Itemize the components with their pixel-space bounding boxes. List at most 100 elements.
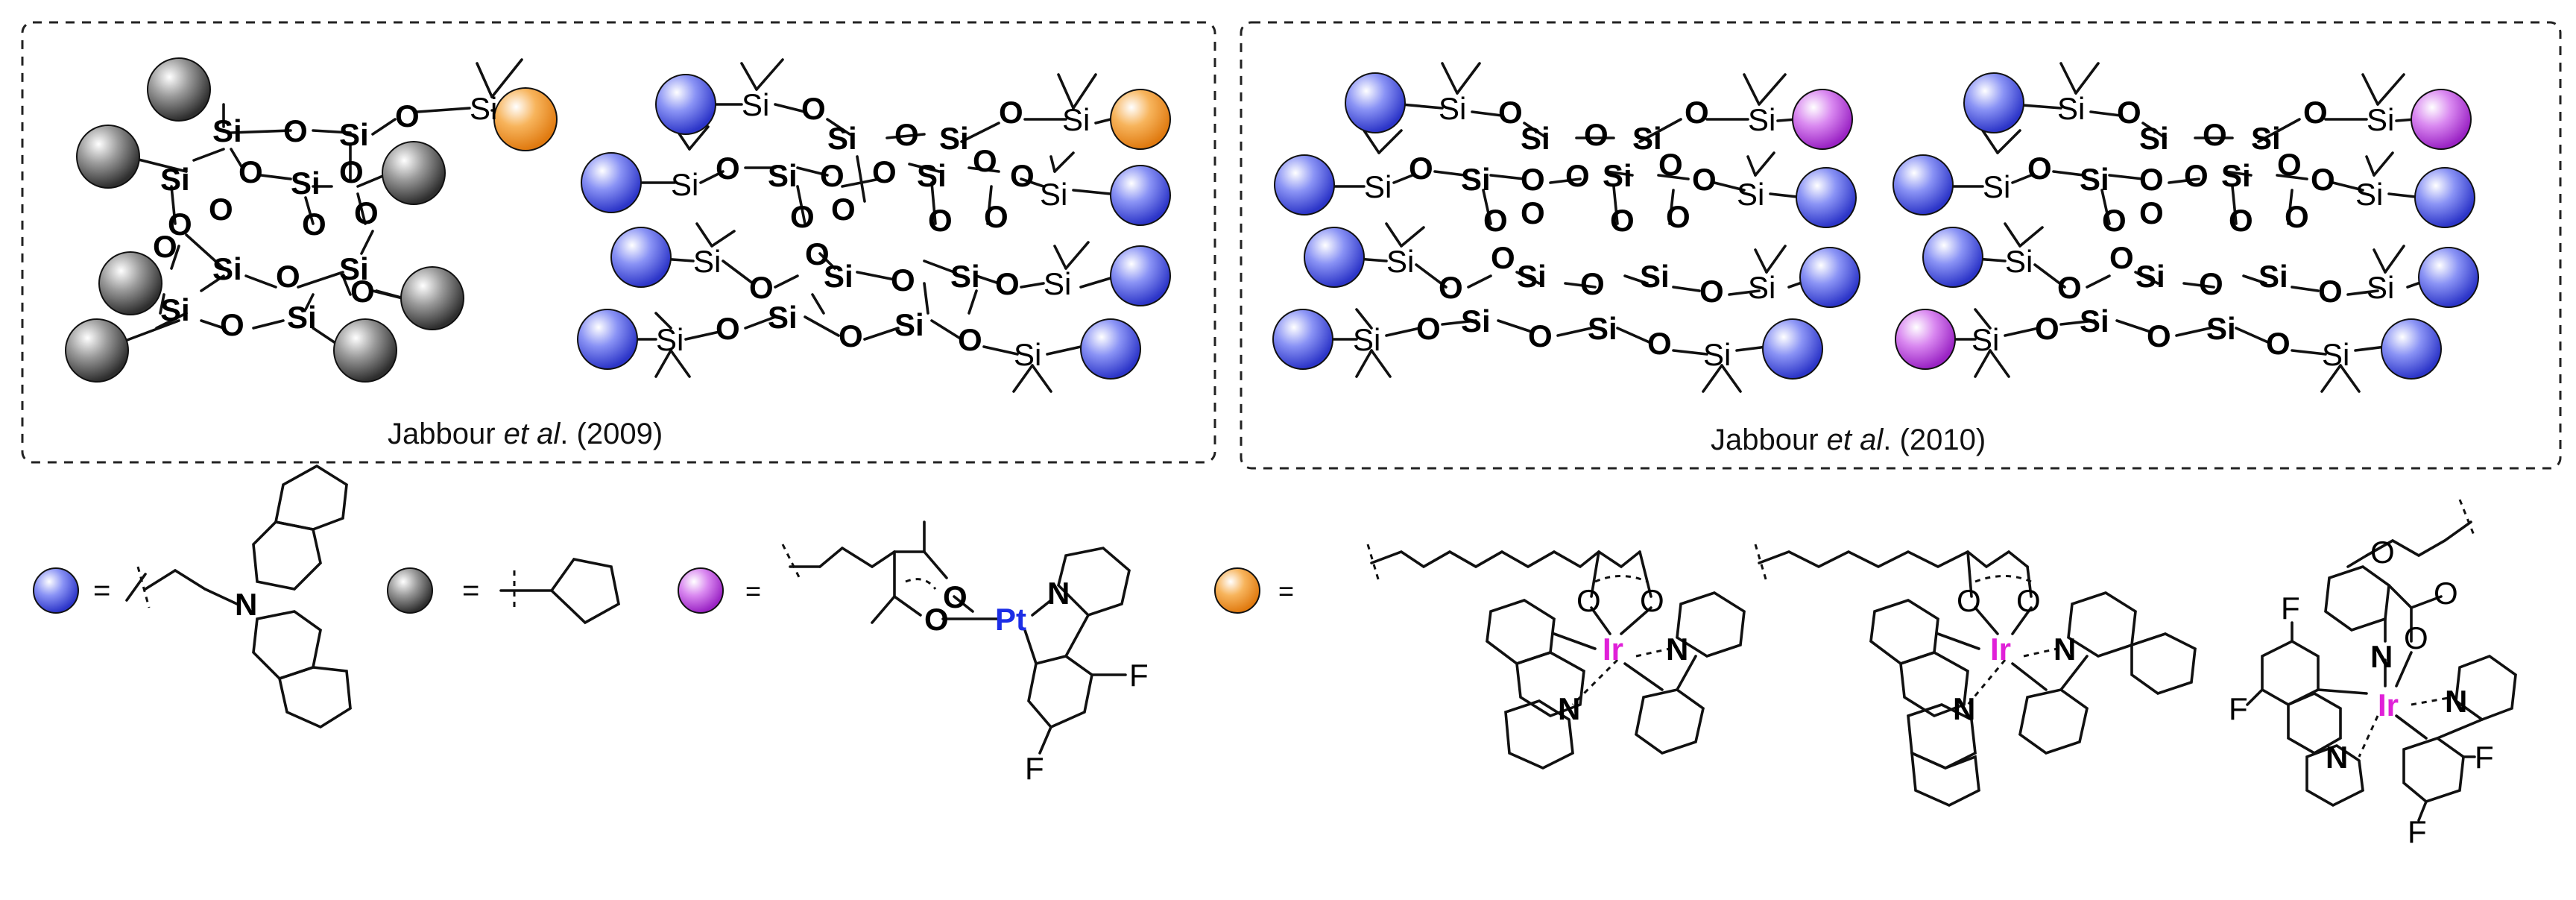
si-atom: Si (2367, 270, 2394, 305)
carbazole-sphere (1274, 154, 1335, 215)
carbazole-sphere (2414, 167, 2475, 228)
n-atom: N (1666, 632, 1688, 667)
o-atom: O (790, 199, 815, 234)
cyclopentyl-sphere (333, 318, 397, 383)
carbazole-sphere (577, 309, 638, 370)
o-atom: O (2370, 535, 2395, 570)
jabbour-2010-box (1240, 21, 2562, 470)
si-atom: Si (1353, 322, 1380, 357)
n-atom: N (2445, 684, 2467, 719)
si-atom: Si (1748, 270, 1775, 305)
o-atom: O (302, 207, 326, 242)
o-atom: O (928, 203, 953, 238)
jabbour-2009-box (21, 21, 1216, 464)
o-atom: O (2057, 270, 2082, 305)
o-atom: O (2277, 147, 2302, 182)
cyclopentyl-sphere (147, 57, 211, 122)
o-atom: O (2303, 95, 2328, 130)
ir-atom: Ir (2378, 687, 2399, 723)
o-atom: O (2147, 318, 2171, 353)
legend-row: = N = = (33, 464, 2517, 849)
o-atom: O (805, 236, 830, 271)
n-atom: N (2053, 632, 2076, 667)
caption-jabbour-2010: Jabbour et al. (2010) (1711, 424, 1986, 456)
si-atom: Si (768, 158, 798, 193)
si-atom: Si (212, 113, 242, 148)
o-atom: O (716, 151, 740, 186)
o-atom: O (2404, 620, 2428, 655)
o-atom: O (209, 192, 233, 227)
o-atom: O (801, 91, 826, 126)
n-atom: N (2370, 639, 2393, 674)
carbazole-sphere (1272, 309, 1333, 370)
si-atom: Si (1439, 91, 1466, 126)
poss-carbazole-platinum-2: Si O Si O Si O Si Si O Si O O Si O O Si … (1892, 62, 2479, 393)
o-atom: O (283, 113, 308, 148)
o-atom: O (872, 154, 897, 189)
cyclopentyl-sphere (400, 266, 464, 330)
o-atom: O (153, 229, 177, 264)
si-atom: Si (671, 167, 698, 202)
o-atom: O (1647, 326, 1672, 361)
poss-carbazole-iridium: Si O Si O Si O Si Si O Si O O Si O O Si … (577, 58, 1171, 393)
iridium-ppy-complex: O O Ir N N (1366, 544, 1746, 770)
carbazole-sphere (1304, 227, 1365, 288)
o-atom: O (1699, 274, 1724, 309)
o-atom: O (1491, 240, 1515, 275)
o-atom: O (2229, 203, 2253, 238)
o-atom: O (395, 98, 420, 133)
o-atom: O (1692, 162, 1717, 197)
o-atom: O (999, 95, 1023, 130)
carbazole-sphere (1110, 165, 1171, 226)
carbazole-sphere (1080, 318, 1141, 380)
si-atom: Si (1014, 337, 1041, 372)
cyclopentyl-structure (499, 558, 621, 625)
carbazole-sphere (1799, 247, 1860, 308)
o-atom: O (339, 154, 364, 189)
carbazole-sphere (581, 152, 642, 213)
o-atom: O (1483, 203, 1508, 238)
o-atom: O (831, 192, 856, 227)
si-atom: Si (1737, 177, 1764, 212)
si-atom: Si (1748, 102, 1775, 137)
si-atom: Si (1364, 169, 1392, 204)
si-atom: Si (2206, 311, 2236, 346)
o-atom: O (1580, 266, 1605, 301)
o-atom: O (2184, 158, 2209, 193)
legend-iridium-complex-sphere (1214, 567, 1260, 614)
iridium-complex-sphere (1110, 89, 1171, 150)
si-atom: Si (1461, 303, 1491, 339)
o-atom: O (276, 259, 300, 294)
carbazole-sphere (1110, 245, 1171, 306)
platinum-complex-sphere (2411, 89, 2472, 150)
si-atom: Si (827, 121, 857, 156)
caption-jabbour-2009: Jabbour et al. (2009) (388, 418, 663, 450)
cyclopentyl-sphere (382, 141, 446, 205)
si-atom: Si (2355, 177, 2383, 212)
o-atom: O (2203, 117, 2227, 152)
carbazole-sphere (2381, 318, 2442, 380)
si-atom: Si (160, 292, 190, 327)
n-atom: N (235, 587, 257, 622)
si-atom: Si (212, 251, 242, 286)
si-atom: Si (693, 244, 721, 279)
si-atom: Si (2139, 121, 2169, 156)
legend-cyclopentyl-sphere (387, 567, 433, 614)
f-atom: F (1129, 658, 1149, 693)
si-atom: Si (742, 87, 769, 122)
o-atom: O (2109, 240, 2134, 275)
o-atom: O (2199, 266, 2223, 301)
o-atom: O (1010, 158, 1035, 193)
o-atom: O (239, 154, 263, 189)
iridium-piq-complex: O O Ir N N (1754, 544, 2197, 807)
carbazole-sphere (1922, 227, 1983, 288)
si-atom: Si (2221, 158, 2251, 193)
o-atom: O (1416, 311, 1441, 346)
platinum-complex-sphere (1895, 309, 1956, 370)
si-atom: Si (824, 259, 853, 294)
carbazole-sphere (1892, 154, 1954, 215)
cyclopentyl-sphere (76, 125, 140, 189)
si-atom: Si (894, 307, 924, 342)
o-atom: O (1640, 583, 1664, 618)
